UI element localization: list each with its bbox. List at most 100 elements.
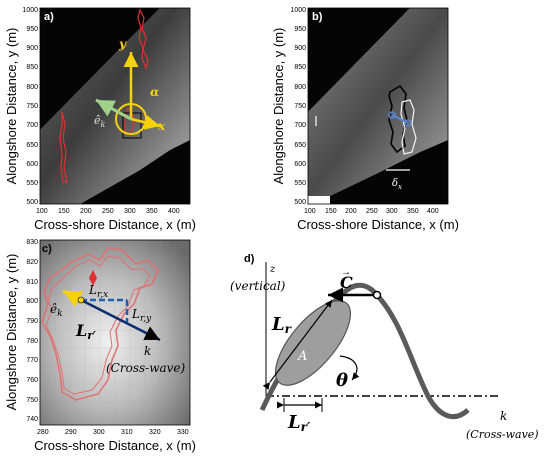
panel-c: c) Lr,x Lr,y êk Lr′ k (Cross-wave) 280 2… xyxy=(4,239,196,453)
panel-a-xtick: 150 xyxy=(58,208,70,215)
panel-c-xtick: 310 xyxy=(121,429,133,436)
panel-d-theta: θ xyxy=(336,370,348,391)
panel-b-xticks: 100 150 200 250 300 350 400 xyxy=(304,208,439,215)
panel-a-ytick: 550 xyxy=(26,180,38,187)
panel-c-red-contour-outer xyxy=(41,247,159,401)
panel-a: a) y x α êk 100 150 200 250 300 350 400 … xyxy=(4,7,196,232)
panel-b-ytick: 650 xyxy=(294,142,306,149)
panel-c-k: k xyxy=(144,344,151,358)
panel-a-xtick: 250 xyxy=(102,208,114,215)
panel-b-xtick: 350 xyxy=(407,208,419,215)
panel-a-black-mask xyxy=(40,8,160,130)
panel-b-delta-x: δx xyxy=(392,178,402,191)
panel-c-ytick: 830 xyxy=(26,239,38,246)
panel-d-area: A xyxy=(297,349,307,364)
panel-c-origin-point xyxy=(77,296,85,304)
panel-c-ytick: 820 xyxy=(26,259,38,266)
panel-a-ytick: 800 xyxy=(26,84,38,91)
panel-a-xlabel: Cross-shore Distance, x (m) xyxy=(34,217,196,232)
panel-b-xtick: 250 xyxy=(366,208,378,215)
panel-a-xtick: 100 xyxy=(36,208,48,215)
panel-a-ek-vector xyxy=(95,98,132,121)
panel-a-ytick: 650 xyxy=(26,142,38,149)
panel-c-ek-arrow xyxy=(62,289,84,308)
panel-a-black-mask-lower xyxy=(80,140,190,204)
panel-b-ytick: 600 xyxy=(294,161,306,168)
panel-b-label: b) xyxy=(312,11,323,23)
panel-a-ytick: 1000 xyxy=(22,7,38,14)
panel-d-theta-arc xyxy=(339,355,360,381)
panel-b-xtick: 150 xyxy=(325,208,337,215)
panel-c-xtick: 280 xyxy=(37,429,49,436)
panel-b-xtick: 200 xyxy=(345,208,357,215)
panel-d-label: d) xyxy=(244,253,255,265)
panel-c-xtick: 290 xyxy=(65,429,77,436)
panel-b: b) δy δx 100 150 200 250 300 350 400 100… xyxy=(271,7,459,232)
panel-b-ytick: 850 xyxy=(294,64,306,71)
panel-a-label: a) xyxy=(44,11,54,23)
panel-c-xticks: 280 290 300 310 320 330 xyxy=(37,429,189,436)
panel-b-xtick: 100 xyxy=(304,208,316,215)
panel-d-crest-point xyxy=(372,290,382,300)
panel-a-ytick: 950 xyxy=(26,26,38,33)
panel-b-ytick: 950 xyxy=(294,26,306,33)
panel-c-ytick: 800 xyxy=(26,298,38,305)
panel-a-x-vector xyxy=(130,115,161,130)
panel-d-roller-ellipse xyxy=(274,300,352,386)
panel-a-ek: êk xyxy=(94,114,106,129)
panel-a-ytick: 500 xyxy=(26,199,38,206)
panel-b-ytick: 900 xyxy=(294,45,306,52)
panel-c-k-arrow xyxy=(80,298,161,342)
panel-b-ytick: 750 xyxy=(294,103,306,110)
panel-c-cross-wave: (Cross-wave) xyxy=(106,361,186,375)
panel-c-lrp: Lr′ xyxy=(75,321,96,342)
panel-c-ek: êk xyxy=(50,302,63,319)
panel-b-yticks: 1000 950 900 850 800 750 700 650 600 550… xyxy=(290,7,306,206)
panel-b-ylabel: Alongshore Distance, y (m) xyxy=(271,28,286,185)
panel-b-ytick: 1000 xyxy=(290,7,306,14)
panel-d-lrp: Lr′ xyxy=(287,412,311,434)
panel-d-k: k xyxy=(500,409,507,423)
panel-c-ytick: 780 xyxy=(26,338,38,345)
panel-b-ytick: 800 xyxy=(294,84,306,91)
panel-d-z: z xyxy=(269,264,276,275)
panel-c-ytick: 750 xyxy=(26,397,38,404)
panel-a-xtick: 300 xyxy=(124,208,136,215)
panel-c-xlabel: Cross-shore Distance, x (m) xyxy=(34,438,196,453)
panel-d-vertical: (vertical) xyxy=(230,279,286,293)
panel-b-black-mask xyxy=(308,8,410,112)
panel-b-frame xyxy=(307,7,449,205)
panel-a-ytick: 700 xyxy=(26,122,38,129)
panel-c-lry: Lr,y xyxy=(131,307,152,324)
panel-b-black-contour xyxy=(388,84,408,154)
panel-b-ytick: 700 xyxy=(294,122,306,129)
panel-c-xtick: 300 xyxy=(93,429,105,436)
panel-c-xtick: 320 xyxy=(149,429,161,436)
panel-b-xlabel: Cross-shore Distance, x (m) xyxy=(297,217,459,232)
panel-a-ytick: 900 xyxy=(26,45,38,52)
panel-a-red-contour-top xyxy=(137,8,149,70)
panel-a-xtick: 400 xyxy=(168,208,180,215)
panel-a-yticks: 1000 950 900 850 800 750 700 650 600 550… xyxy=(22,7,38,206)
panel-c-label: c) xyxy=(42,243,52,255)
panel-b-white-contour xyxy=(400,99,417,155)
panel-c-red-contour-inner xyxy=(45,255,151,395)
panel-b-black-mask-lower xyxy=(330,140,448,204)
panel-c-ytick: 770 xyxy=(26,357,38,364)
panel-c-ytick: 790 xyxy=(26,318,38,325)
panel-a-alpha: α xyxy=(150,85,159,99)
panel-d-c-vector-mark: → xyxy=(341,267,351,278)
panel-b-delta-y: δy xyxy=(297,117,308,130)
panel-c-frame xyxy=(39,239,191,426)
panel-c-ylabel: Alongshore Distance, y (m) xyxy=(4,254,19,411)
panel-b-xtick: 400 xyxy=(427,208,439,215)
panel-a-red-contour-left xyxy=(59,111,68,183)
panel-d-lr-arrow xyxy=(262,299,333,390)
panel-d-c: C xyxy=(340,273,353,292)
panel-c-ytick: 810 xyxy=(26,279,38,286)
panel-c-yticks: 830 820 810 800 790 780 770 760 750 740 xyxy=(26,239,38,423)
panel-a-vec-x: x xyxy=(157,119,166,133)
panel-b-ytick: 550 xyxy=(294,180,306,187)
panel-c-xtick: 330 xyxy=(177,429,189,436)
